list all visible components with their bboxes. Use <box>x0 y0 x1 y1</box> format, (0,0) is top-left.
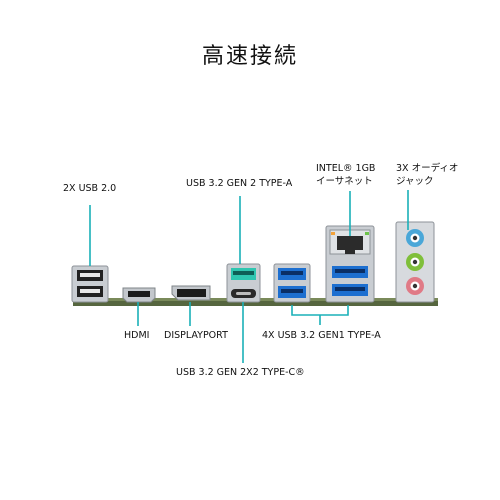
label-displayport: DISPLAYPORT <box>164 330 228 341</box>
label-usb20: 2X USB 2.0 <box>63 183 117 194</box>
page-title: 高速接続 <box>201 44 298 69</box>
label-hdmi: HDMI <box>124 330 150 341</box>
label-usb-gen2-typea: USB 3.2 GEN 2 TYPE-A <box>186 178 293 189</box>
hdmi-port <box>122 287 156 303</box>
board-strip <box>73 300 438 306</box>
audio-jack-stack <box>395 221 435 303</box>
callout-lines <box>89 190 409 363</box>
callout-usb-gen1-bracket <box>291 305 349 325</box>
usb20-port-stack <box>71 265 109 303</box>
label-lan-line1: INTEL® 1GB <box>316 163 376 174</box>
lan-usb-stack <box>325 225 375 303</box>
label-audio-line1: 3X オーディオ <box>396 163 459 174</box>
label-audio-line2: ジャック <box>396 176 434 187</box>
label-usb-typec: USB 3.2 GEN 2X2 TYPE-C® <box>176 367 305 378</box>
usb-gen2-typea-typec-stack <box>226 263 261 303</box>
label-lan-line2: イーサネット <box>316 176 373 187</box>
label-usb-gen1: 4X USB 3.2 GEN1 TYPE-A <box>262 330 381 341</box>
usb-gen1-blue-pair <box>273 263 311 303</box>
displayport-port <box>171 285 211 301</box>
